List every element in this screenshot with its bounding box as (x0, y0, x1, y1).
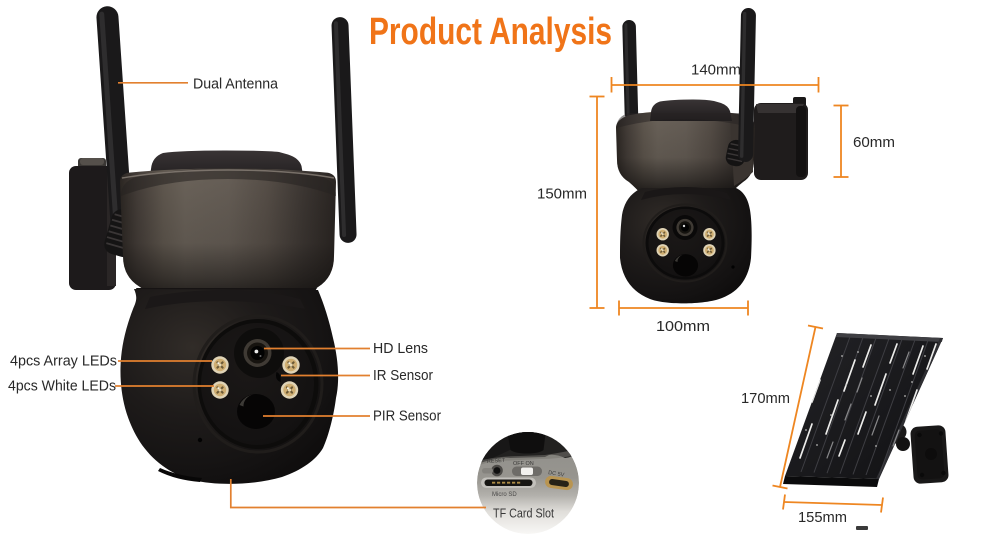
svg-text:140mm: 140mm (691, 62, 741, 79)
svg-text:DC 5V: DC 5V (548, 470, 565, 479)
svg-text:PIR Sensor: PIR Sensor (373, 408, 441, 425)
svg-text:HD Lens: HD Lens (373, 340, 428, 357)
svg-text:4pcs White LEDs: 4pcs White LEDs (8, 378, 116, 395)
svg-text:Micro SD: Micro SD (492, 492, 517, 498)
svg-text:OFF ON: OFF ON (513, 461, 534, 467)
svg-text:Product Analysis: Product Analysis (369, 11, 612, 53)
svg-text:100mm: 100mm (656, 318, 710, 335)
svg-text:IR Sensor: IR Sensor (373, 367, 433, 384)
svg-text:60mm: 60mm (853, 134, 895, 151)
svg-text:TF Card Slot: TF Card Slot (493, 506, 554, 521)
svg-text:155mm: 155mm (798, 509, 847, 526)
svg-text:Dual Antenna: Dual Antenna (193, 75, 279, 92)
svg-text:4pcs Array LEDs: 4pcs Array LEDs (10, 353, 117, 370)
svg-text:RESET: RESET (487, 458, 506, 465)
svg-text:150mm: 150mm (537, 186, 587, 203)
svg-text:170mm: 170mm (741, 390, 790, 407)
